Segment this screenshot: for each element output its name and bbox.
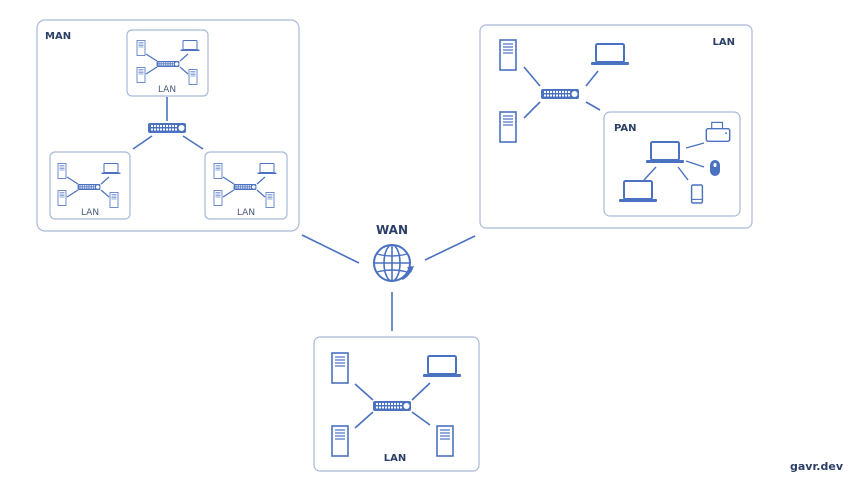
server-icon	[136, 67, 146, 83]
switch-icon	[156, 61, 180, 67]
server-icon	[213, 163, 223, 179]
wan-label: WAN	[376, 223, 408, 237]
switch-icon	[541, 89, 579, 99]
link	[182, 135, 204, 150]
man-lan-right-label: LAN	[237, 208, 255, 218]
link	[179, 66, 189, 75]
link	[685, 142, 705, 149]
server-icon	[57, 190, 67, 206]
link	[523, 66, 541, 87]
switch-icon	[77, 184, 101, 190]
laptop-icon	[591, 43, 629, 65]
laptop-icon	[619, 180, 657, 202]
man-lan-left-label: LAN	[81, 208, 99, 218]
server-icon	[436, 425, 454, 457]
pan-label: PAN	[614, 123, 637, 134]
link	[523, 101, 541, 119]
printer-icon	[705, 121, 731, 143]
link	[411, 382, 431, 401]
watermark: gavr.dev	[790, 460, 844, 473]
link	[222, 189, 235, 198]
switch-icon	[148, 123, 186, 133]
link	[66, 176, 79, 185]
link	[66, 189, 79, 198]
link	[354, 383, 374, 401]
server-icon	[265, 192, 275, 208]
mouse-icon	[710, 160, 720, 176]
link	[677, 166, 689, 181]
server-icon	[213, 190, 223, 206]
laptop-icon	[101, 163, 121, 174]
server-icon	[109, 192, 119, 208]
switch-icon	[233, 184, 257, 190]
globe-icon	[373, 244, 414, 282]
link	[145, 66, 158, 75]
link	[145, 53, 158, 62]
link	[354, 411, 374, 429]
server-icon	[331, 425, 349, 457]
laptop-icon	[423, 355, 461, 377]
link	[685, 160, 705, 168]
link	[100, 189, 110, 198]
laptop-icon	[646, 141, 684, 163]
link	[179, 53, 189, 62]
link	[132, 135, 153, 150]
laptop-icon	[257, 163, 277, 174]
server-icon	[136, 40, 146, 56]
server-icon	[499, 111, 517, 143]
right-lan-label: LAN	[713, 37, 735, 48]
link	[411, 411, 431, 426]
server-icon	[57, 163, 67, 179]
man-lan-top-label: LAN	[158, 85, 176, 95]
switch-icon	[373, 401, 411, 411]
laptop-icon	[180, 40, 200, 51]
link	[256, 176, 266, 185]
server-icon	[188, 69, 198, 85]
link	[222, 176, 235, 185]
link	[301, 234, 360, 264]
link	[256, 189, 266, 198]
link	[424, 235, 476, 261]
link	[643, 166, 657, 181]
link	[100, 176, 110, 185]
phone-icon	[690, 184, 704, 204]
server-icon	[331, 352, 349, 384]
link	[585, 101, 601, 111]
server-icon	[499, 39, 517, 71]
link	[585, 70, 599, 87]
man-label: MAN	[45, 31, 71, 42]
bottom-lan-label: LAN	[384, 453, 406, 464]
